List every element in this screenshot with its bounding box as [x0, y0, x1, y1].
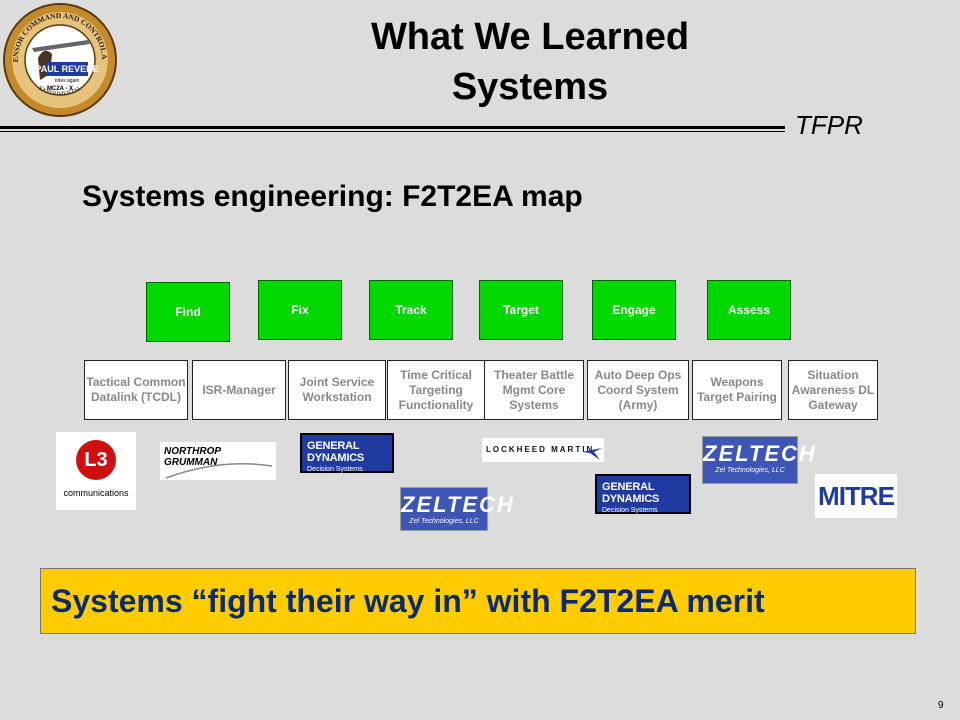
system-adocs: Auto Deep Ops Coord System (Army): [587, 360, 689, 420]
page-number: 9: [938, 700, 944, 711]
lockheed-martin-logo: LOCKHEED MARTIN: [482, 438, 604, 462]
general-dynamics-logo-2: GENERAL DYNAMICS Decision Systems: [595, 474, 691, 514]
mitre-logo: MITRE: [815, 474, 897, 518]
system-joint-service-workstation: Joint Service Workstation: [288, 360, 386, 420]
page-title: What We Learned: [370, 16, 690, 58]
seal-code: MC2A - X: [47, 86, 73, 92]
program-seal: MULTI-SENSOR COMMAND AND CONTROL AIRCRAF…: [0, 0, 118, 118]
phase-engage: Engage: [592, 280, 676, 340]
zeltech-logo-text-2: ZELTECH: [703, 441, 817, 466]
gd-logo-text-2: GENERAL DYNAMICS: [602, 481, 660, 505]
general-dynamics-logo: GENERAL DYNAMICS Decision Systems: [300, 433, 394, 473]
northrop-swoosh: [165, 462, 273, 479]
northrop-grumman-logo: NORTHROP GRUMMAN: [160, 442, 276, 480]
l3-logo-mark: L3: [76, 440, 116, 480]
system-tcdl: Tactical Common Datalink (TCDL): [84, 360, 188, 420]
system-time-critical-targeting: Time Critical Targeting Functionality: [387, 360, 485, 420]
mitre-logo-text: MITRE: [818, 480, 895, 511]
zeltech-logo-subtext: Zel Technologies, LLC: [409, 518, 479, 525]
gd-logo-subtext: Decision Systems: [307, 466, 363, 473]
key-message-banner: Systems “fight their way in” with F2T2EA…: [40, 568, 916, 634]
gd-logo-text: GENERAL DYNAMICS: [307, 440, 365, 464]
page-title-line2: Systems: [451, 66, 609, 108]
l3-logo-text: communications: [63, 488, 129, 498]
l3-logo: L3 communications: [56, 432, 136, 510]
phase-target: Target: [479, 280, 563, 340]
section-heading: Systems engineering: F2T2EA map: [82, 180, 583, 213]
zeltech-logo: ZELTECH Zel Technologies, LLC: [400, 487, 515, 531]
lockheed-martin-text: LOCKHEED MARTIN: [486, 445, 595, 454]
northrop-grumman-text: NORTHROP GRUMMAN: [164, 446, 221, 468]
title-rule-thin: [0, 131, 785, 132]
system-isr-manager: ISR-Manager: [192, 360, 286, 420]
seal-motto: rides again: [55, 78, 80, 84]
svg-text:EXPERIMENTAL: EXPERIMENTAL: [37, 86, 83, 98]
system-sa-dl-gateway: Situation Awareness DL Gateway: [788, 360, 878, 420]
gd-logo-subtext-2: Decision Systems: [602, 507, 658, 514]
system-tbmcs: Theater Battle Mgmt Core Systems: [484, 360, 584, 420]
zeltech-logo-text: ZELTECH: [401, 492, 515, 517]
title-rule: [0, 126, 785, 129]
phase-track: Track: [369, 280, 453, 340]
seal-ring-bottom: EXPERIMENTAL: [37, 86, 83, 98]
system-weapons-target-pairing: Weapons Target Pairing: [692, 360, 782, 420]
zeltech-logo-2: ZELTECH Zel Technologies, LLC: [702, 436, 817, 484]
lockheed-star-icon: [582, 448, 602, 460]
seal-name: PAUL REVERE: [35, 64, 98, 74]
phase-find: Find: [146, 282, 230, 342]
phase-fix: Fix: [258, 280, 342, 340]
zeltech-logo-subtext-2: Zel Technologies, LLC: [715, 467, 785, 474]
phase-assess: Assess: [707, 280, 791, 340]
org-tag: TFPR: [795, 110, 863, 140]
